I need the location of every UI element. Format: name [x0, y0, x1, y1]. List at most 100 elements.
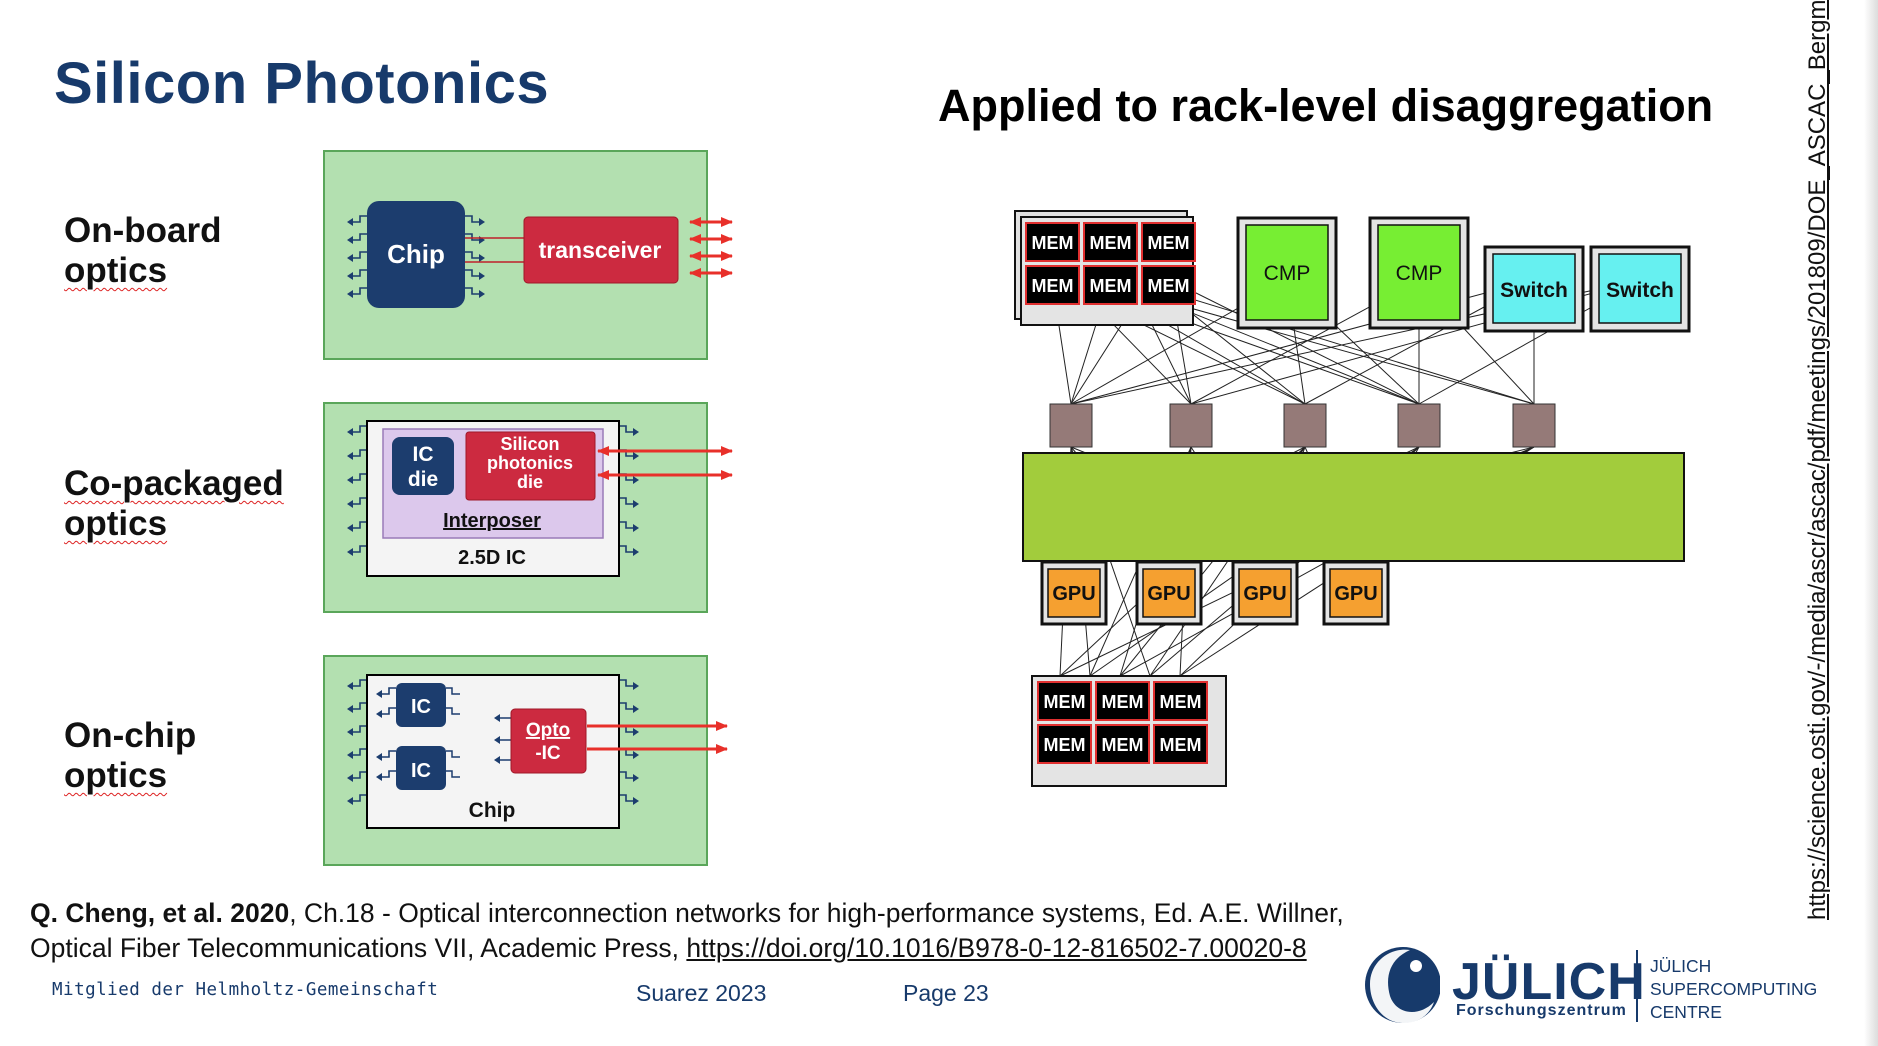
pin-arrow	[347, 218, 353, 226]
footer-member: Mitglied der Helmholtz-Gemeinschaft	[52, 980, 439, 1000]
row-label-copackaged: Co-packaged optics	[64, 464, 284, 543]
pin-arrow	[347, 548, 353, 556]
page-title: Silicon Photonics	[54, 51, 550, 116]
pin	[465, 233, 479, 241]
pin-arrow	[347, 524, 353, 532]
pin-arrow	[347, 705, 353, 713]
memory-module	[1025, 265, 1080, 305]
pin	[382, 707, 396, 715]
onchip-right-pins	[619, 679, 639, 805]
citation: Q. Cheng, et al. 2020, Ch.18 - Optical i…	[30, 898, 1344, 963]
source-link[interactable]: https://science.osti.gov/-/media/ascr/as…	[1804, 0, 1831, 920]
copackaged-optical-arrows	[597, 446, 733, 480]
onboard-transceiver	[523, 216, 679, 284]
pin-arrow	[633, 548, 639, 556]
memory-label: MEM	[1044, 735, 1086, 755]
pin-arrow	[633, 705, 639, 713]
fabric-switch-node	[1512, 403, 1556, 448]
optical-switch-fabric	[1022, 452, 1685, 562]
cmp-node-1: CMP	[1236, 216, 1338, 330]
pin	[353, 521, 367, 529]
memory-module	[1037, 724, 1092, 764]
switch-label: Switch	[1606, 279, 1674, 302]
pin	[353, 771, 367, 779]
svg-text:photonics: photonics	[487, 453, 573, 473]
switch-label: Switch	[1500, 279, 1568, 302]
memory-label: MEM	[1090, 233, 1132, 253]
source-url-vertical: https://science.osti.gov/-/media/ascr/as…	[1770, 0, 1832, 920]
pin-arrow	[494, 736, 500, 744]
pin	[619, 771, 633, 779]
switch-node-1: Switch	[1483, 245, 1585, 333]
memory-module	[1025, 222, 1080, 262]
pin	[353, 794, 367, 802]
pin	[353, 748, 367, 756]
pin	[619, 794, 633, 802]
jsc-label: JÜLICH SUPERCOMPUTING CENTRE	[1650, 956, 1818, 1022]
copackaged-diagram: IC die Silicon photonics die Interposer …	[323, 402, 733, 613]
pin	[353, 251, 367, 259]
memory-label: MEM	[1032, 276, 1074, 296]
pin-arrow	[633, 751, 639, 759]
memory-module	[1083, 265, 1138, 305]
doi-link[interactable]: https://doi.org/10.1016/B978-0-12-816502…	[686, 933, 1307, 963]
interposer-label: Interposer	[443, 510, 541, 532]
svg-text:IC: IC	[411, 760, 431, 782]
onchip-left-pins	[347, 679, 367, 805]
pin	[446, 707, 460, 715]
pin	[465, 215, 479, 223]
pin-arrow	[347, 452, 353, 460]
optics-diagrams: Chip transceiver IC die Silicon photonic…	[323, 150, 733, 866]
pin-arrow	[347, 290, 353, 298]
memory-label: MEM	[1102, 692, 1144, 712]
pin	[619, 679, 633, 687]
switch-node-2: Switch	[1589, 245, 1691, 333]
memory-label: MEM	[1032, 233, 1074, 253]
pin	[446, 687, 460, 695]
pin-arrow	[633, 774, 639, 782]
gpu-label: GPU	[1243, 583, 1286, 605]
svg-text:-IC: -IC	[535, 743, 561, 764]
onboard-diagram: Chip transceiver	[323, 150, 733, 360]
link	[1169, 279, 1420, 405]
pin-arrow	[633, 524, 639, 532]
pin-arrow	[494, 756, 500, 764]
pin	[446, 750, 460, 758]
onchip-ic-bottom	[396, 746, 446, 790]
gpu-node: GPU	[1135, 560, 1203, 626]
pin-arrow	[479, 290, 485, 298]
pin	[619, 545, 633, 553]
pin-arrow	[494, 714, 500, 722]
pin-arrow	[479, 272, 485, 280]
pin	[619, 702, 633, 710]
onboard-optical-arrows	[689, 217, 733, 278]
pin-arrow	[347, 428, 353, 436]
pin-arrow	[347, 728, 353, 736]
onchip-ic-pins	[376, 687, 511, 781]
pin-arrow	[347, 500, 353, 508]
memory-label: MEM	[1148, 276, 1190, 296]
memory-module	[1037, 681, 1092, 721]
copackaged-photonics-die	[465, 431, 596, 501]
pin	[353, 679, 367, 687]
pin	[353, 545, 367, 553]
link	[1129, 279, 1535, 405]
memory-label: MEM	[1090, 276, 1132, 296]
pin-arrow	[347, 272, 353, 280]
row-label-onboard: On-board optics	[64, 211, 222, 290]
julich-wordmark: JÜLICH	[1452, 953, 1646, 1011]
cmp-label: CMP	[1396, 262, 1443, 285]
gpu-label: GPU	[1052, 583, 1095, 605]
pin	[353, 725, 367, 733]
svg-text:IC: IC	[413, 443, 434, 466]
pin	[619, 425, 633, 433]
pin	[619, 521, 633, 529]
memory-module	[1141, 265, 1196, 305]
pin-arrow	[633, 728, 639, 736]
pin-arrow	[347, 254, 353, 262]
pin	[353, 497, 367, 505]
rack-diagram: MEM MEM MEM MEM MEM MEM CMP CMP Switch Switch…	[1014, 210, 1691, 787]
pin-arrow	[633, 797, 639, 805]
